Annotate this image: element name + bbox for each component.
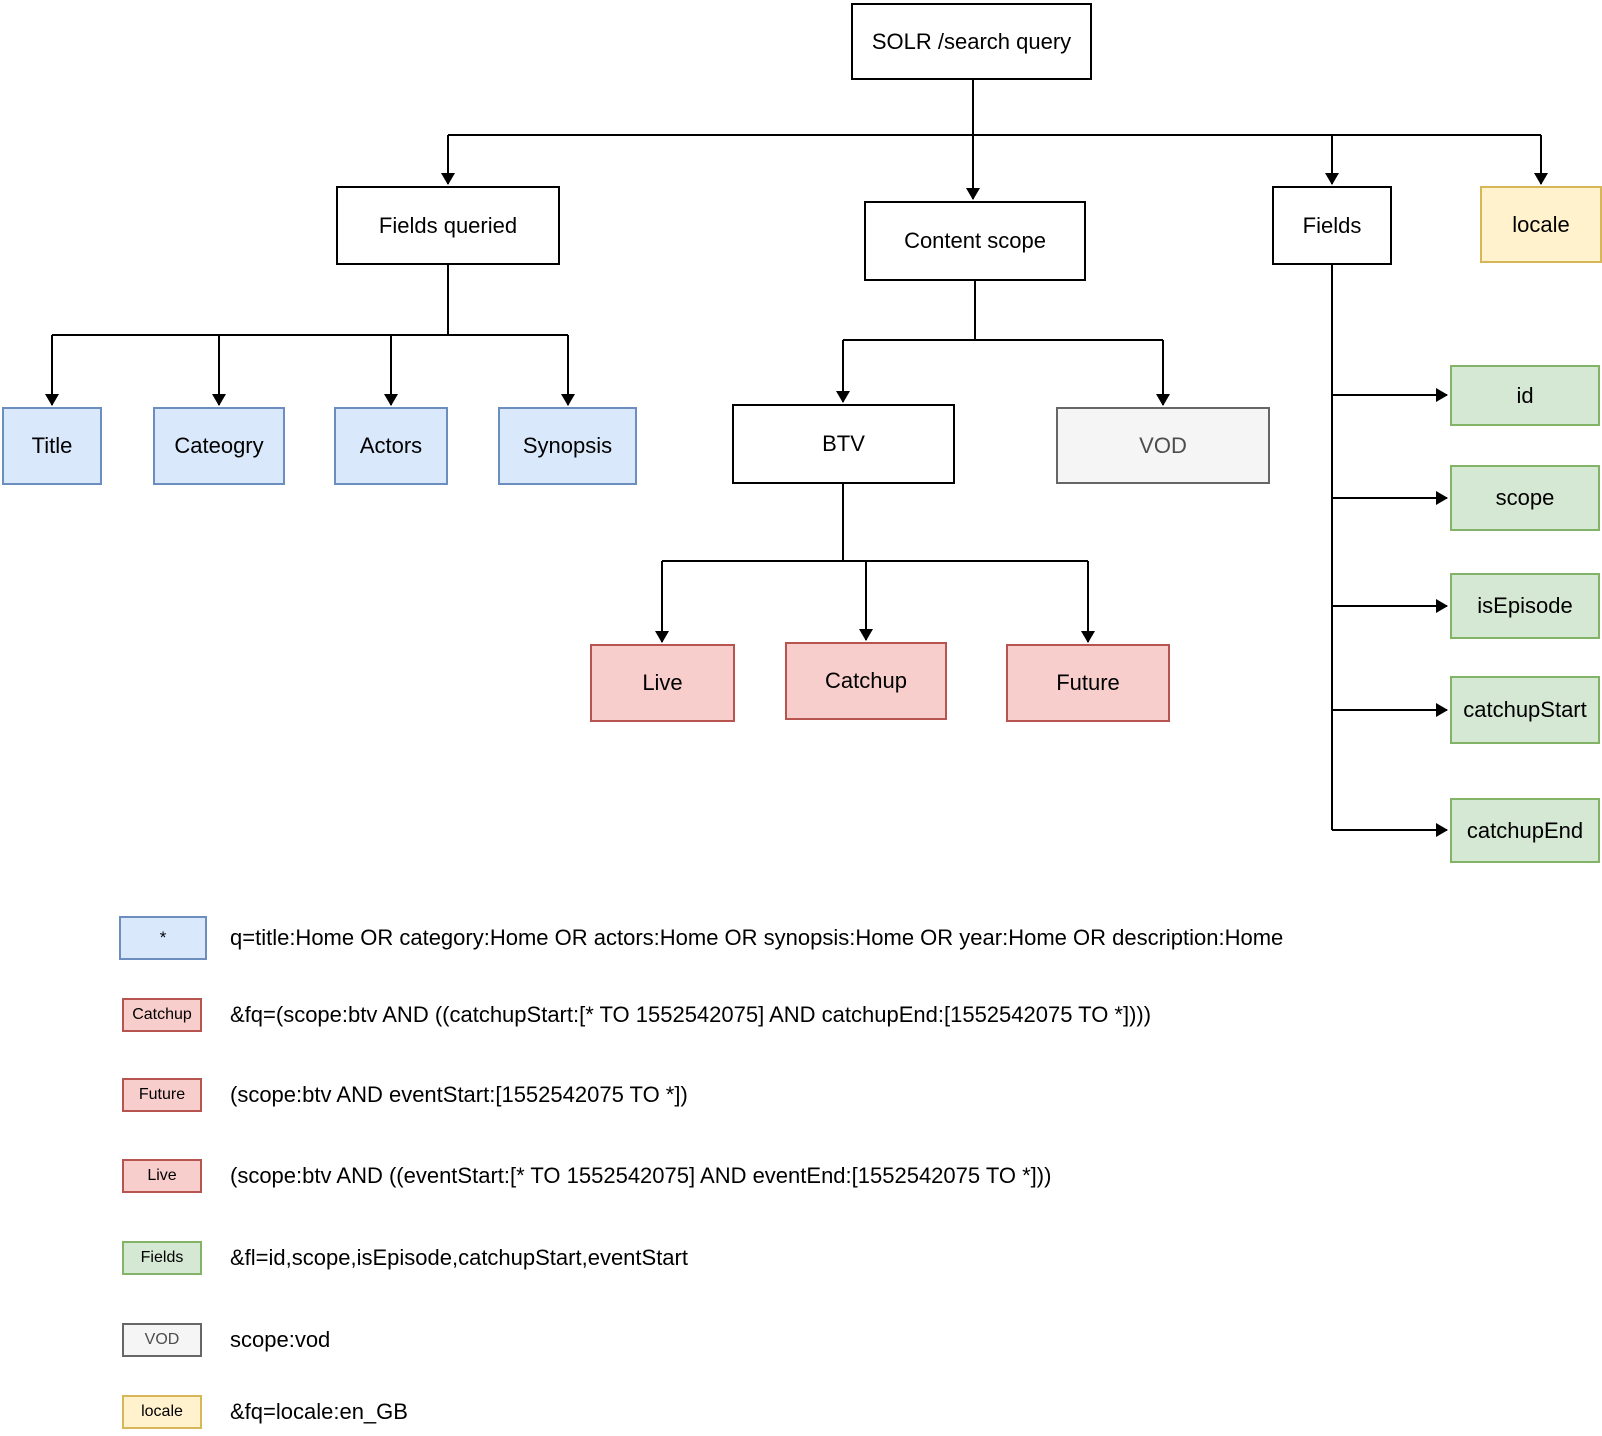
node-isepisode: isEpisode [1450,573,1600,639]
node-catchup: Catchup [785,642,947,720]
legend-row-fields: Fields &fl=id,scope,isEpisode,catchupSta… [0,1236,1602,1280]
legend-text-locale: &fq=locale:en_GB [230,1399,408,1424]
legend-swatch-fields: Fields [122,1241,202,1275]
legend-row-locale: locale &fq=locale:en_GB [0,1390,1602,1434]
legend-row-vod: VOD scope:vod [0,1318,1602,1362]
node-vod: VOD [1056,407,1270,484]
node-scope: scope [1450,465,1600,531]
legend-swatch-vod: VOD [122,1323,202,1357]
node-actors: Actors [334,407,448,485]
legend-row-catchup: Catchup &fq=(scope:btv AND ((catchupStar… [0,993,1602,1037]
legend-swatch-live: Live [122,1159,202,1193]
legend-row-query: * q=title:Home OR category:Home OR actor… [0,916,1602,960]
legend-row-live: Live (scope:btv AND ((eventStart:[* TO 1… [0,1154,1602,1198]
legend-swatch-query-fields: * [119,916,207,960]
legend-text-fields: &fl=id,scope,isEpisode,catchupStart,even… [230,1245,688,1270]
node-fields-queried: Fields queried [336,186,560,265]
legend-swatch-catchup: Catchup [122,998,202,1032]
node-synopsis: Synopsis [498,407,637,485]
node-solr-search-query: SOLR /search query [851,3,1092,80]
legend-text-query: q=title:Home OR category:Home OR actors:… [230,925,1284,950]
legend-text-future: (scope:btv AND eventStart:[1552542075 TO… [230,1082,688,1107]
node-fields: Fields [1272,186,1392,265]
legend-text-live: (scope:btv AND ((eventStart:[* TO 155254… [230,1163,1052,1188]
node-btv: BTV [732,404,955,484]
legend-swatch-locale: locale [122,1395,202,1429]
node-id: id [1450,365,1600,426]
node-future: Future [1006,644,1170,722]
node-live: Live [590,644,735,722]
legend-text-catchup: &fq=(scope:btv AND ((catchupStart:[* TO … [230,1002,1152,1027]
node-content-scope: Content scope [864,201,1086,281]
node-title: Title [2,407,102,485]
node-catchupstart: catchupStart [1450,676,1600,744]
legend-row-future: Future (scope:btv AND eventStart:[155254… [0,1073,1602,1117]
legend-swatch-future: Future [122,1078,202,1112]
legend-text-vod: scope:vod [230,1327,331,1352]
node-catchupend: catchupEnd [1450,798,1600,863]
node-locale: locale [1480,186,1602,263]
node-cateogry: Cateogry [153,407,285,485]
